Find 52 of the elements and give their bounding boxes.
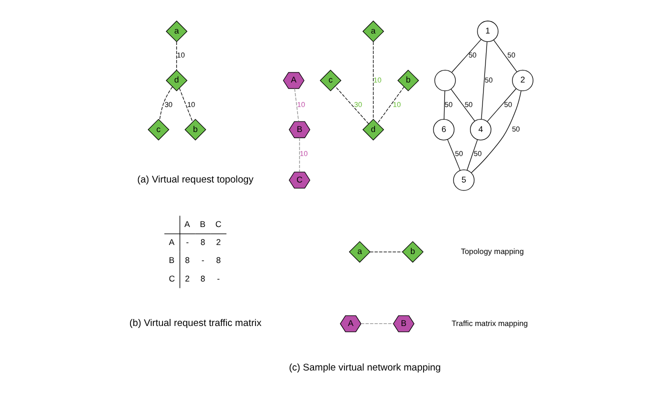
label: 2: [216, 237, 221, 248]
label: B: [168, 255, 174, 266]
connector: [294, 88, 299, 122]
connector: [450, 88, 476, 122]
label: -: [186, 237, 189, 248]
connector: [335, 86, 369, 124]
label: (b) Virtual request traffic matrix: [129, 318, 262, 329]
connector: [159, 86, 173, 121]
connector: [466, 139, 478, 170]
label: (a) Virtual request topology: [137, 174, 254, 186]
label: 8: [200, 237, 206, 248]
connector: [360, 323, 394, 324]
label: 8: [185, 255, 190, 266]
label: -: [217, 273, 220, 284]
label: -: [202, 255, 204, 266]
connector: [299, 137, 300, 172]
node-circle: 4: [470, 119, 492, 140]
node-diamond: d: [166, 70, 188, 92]
label: A: [168, 237, 174, 248]
node-diamond: a: [362, 20, 384, 42]
label: C: [215, 218, 222, 229]
connector: [452, 39, 482, 73]
connector: [179, 88, 193, 122]
connector: [372, 42, 374, 120]
node-diamond: b: [184, 118, 206, 140]
node-diamond: c: [148, 118, 170, 140]
label: (c) Sample virtual network mapping: [288, 362, 441, 374]
node-circle: [434, 70, 456, 92]
node-diamond: a: [348, 241, 370, 263]
node-diamond: b: [402, 241, 424, 263]
connector: [470, 90, 522, 174]
connector: [176, 42, 177, 70]
node-circle: 2: [512, 70, 534, 92]
label: 2: [185, 273, 190, 284]
label: C: [168, 273, 175, 284]
node-circle: 5: [453, 169, 475, 191]
node-circle: 1: [477, 20, 498, 42]
label: B: [200, 218, 206, 229]
node-diamond: a: [166, 20, 188, 42]
connector: [487, 88, 516, 122]
label: 8: [216, 255, 221, 266]
node-circle: 6: [433, 119, 454, 140]
label: 8: [200, 273, 206, 284]
connector: [493, 40, 518, 72]
connector: [481, 42, 488, 120]
connector: [444, 90, 446, 120]
node-diamond: c: [320, 70, 342, 92]
connector: [447, 139, 460, 171]
node-diamond: d: [362, 118, 384, 140]
connector: [377, 86, 404, 124]
label: A: [184, 218, 190, 229]
node-diamond: b: [397, 70, 420, 92]
